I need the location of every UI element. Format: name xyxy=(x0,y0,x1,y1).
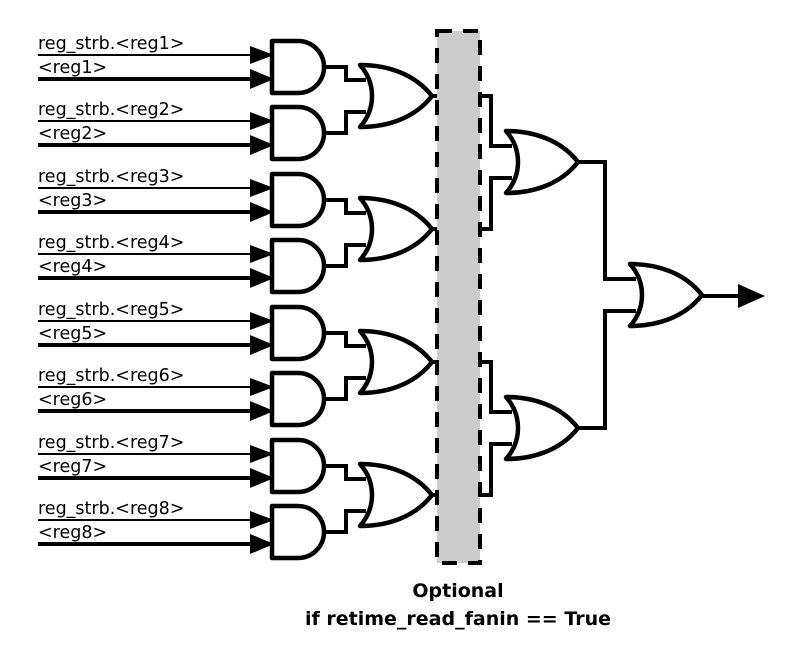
arrowhead-strobe-reg1 xyxy=(250,46,274,64)
and-gate-7 xyxy=(272,440,324,492)
wire-and7-to-or4 xyxy=(324,464,366,481)
or-gate-stage1-4 xyxy=(360,464,432,526)
input-group-reg5: reg_strb.<reg5> <reg5> xyxy=(38,300,274,355)
and-gate-5 xyxy=(272,307,324,359)
or-gate-stage2-1 xyxy=(506,131,578,193)
label-strobe-reg6: reg_strb.<reg6> xyxy=(38,366,184,386)
input-group-reg6: reg_strb.<reg6> <reg6> xyxy=(38,366,274,421)
input-group-reg3: reg_strb.<reg3> <reg3> xyxy=(38,167,274,222)
or-gate-stage1-3 xyxy=(360,331,432,393)
arrowhead-strobe-reg3 xyxy=(250,179,274,197)
retime-caption-line1: Optional xyxy=(412,580,503,602)
input-group-reg2: reg_strb.<reg2> <reg2> xyxy=(38,100,274,155)
label-strobe-reg1: reg_strb.<reg1> xyxy=(38,34,184,54)
arrowhead-strobe-reg5 xyxy=(250,312,274,330)
wire-retime-to-or6-b xyxy=(480,442,512,497)
label-value-reg6: <reg6> xyxy=(38,390,107,410)
and-gate-1 xyxy=(272,41,324,93)
wire-and8-to-or4 xyxy=(324,509,366,534)
label-strobe-reg7: reg_strb.<reg7> xyxy=(38,433,184,453)
or-gate-stage2-2 xyxy=(506,397,578,459)
arrowhead-value-reg1 xyxy=(250,69,274,89)
and-gate-2 xyxy=(272,107,324,159)
label-value-reg3: <reg3> xyxy=(38,191,107,211)
label-strobe-reg5: reg_strb.<reg5> xyxy=(38,300,184,320)
arrowhead-value-reg5 xyxy=(250,335,274,355)
label-value-reg1: <reg1> xyxy=(38,58,107,78)
and-gate-6 xyxy=(272,373,324,425)
arrowhead-strobe-reg7 xyxy=(250,445,274,463)
label-strobe-reg2: reg_strb.<reg2> xyxy=(38,100,184,120)
label-strobe-reg8: reg_strb.<reg8> xyxy=(38,499,184,519)
wire-and2-to-or1 xyxy=(324,110,366,135)
arrowhead-value-reg2 xyxy=(250,135,274,155)
and-gate-3 xyxy=(272,174,324,226)
and-gate-8 xyxy=(272,506,324,558)
label-value-reg7: <reg7> xyxy=(38,457,107,477)
arrowhead-value-reg4 xyxy=(250,268,274,288)
label-value-reg8: <reg8> xyxy=(38,523,107,543)
and-gate-4 xyxy=(272,240,324,292)
or-gate-stage1-2 xyxy=(360,198,432,260)
label-value-reg5: <reg5> xyxy=(38,324,107,344)
arrowhead-strobe-reg6 xyxy=(250,378,274,396)
retime-caption-line2: if retime_read_fanin == True xyxy=(305,608,611,630)
wire-or6-to-final xyxy=(578,309,636,430)
arrowhead-value-reg6 xyxy=(250,401,274,421)
input-group-reg7: reg_strb.<reg7> <reg7> xyxy=(38,433,274,488)
arrowhead-value-reg7 xyxy=(250,468,274,488)
wire-retime-to-or5-a xyxy=(480,94,512,148)
arrowhead-strobe-reg8 xyxy=(250,511,274,529)
wire-and4-to-or2 xyxy=(324,243,366,268)
arrowhead-final-output xyxy=(738,284,765,308)
arrowhead-strobe-reg2 xyxy=(250,112,274,130)
label-strobe-reg4: reg_strb.<reg4> xyxy=(38,233,184,253)
or-gate-final xyxy=(630,264,702,326)
arrowhead-strobe-reg4 xyxy=(250,245,274,263)
label-value-reg4: <reg4> xyxy=(38,257,107,277)
wire-retime-to-or6-a xyxy=(480,360,512,414)
optional-retime-register-box xyxy=(435,29,482,565)
wire-retime-to-or5-b xyxy=(480,176,512,231)
label-value-reg2: <reg2> xyxy=(38,124,107,144)
wire-and6-to-or3 xyxy=(324,376,366,401)
wire-or5-to-final xyxy=(578,160,636,281)
label-strobe-reg3: reg_strb.<reg3> xyxy=(38,167,184,187)
wire-and3-to-or2 xyxy=(324,198,366,215)
input-group-reg1: reg_strb.<reg1> <reg1> xyxy=(38,34,274,89)
or-gate-stage1-1 xyxy=(360,65,432,127)
arrowhead-value-reg8 xyxy=(250,534,274,554)
arrowhead-value-reg3 xyxy=(250,202,274,222)
wire-and1-to-or1 xyxy=(324,65,366,82)
input-group-reg8: reg_strb.<reg8> <reg8> xyxy=(38,499,274,554)
input-group-reg4: reg_strb.<reg4> <reg4> xyxy=(38,233,274,288)
wire-and5-to-or3 xyxy=(324,331,366,348)
